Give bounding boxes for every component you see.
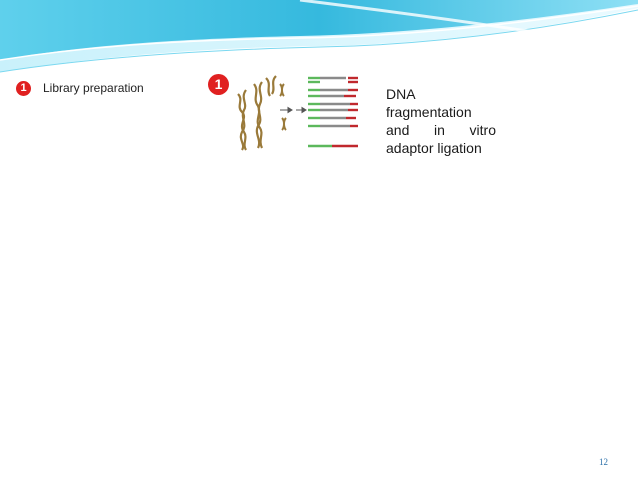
dna-fragments-icon <box>279 83 287 131</box>
figure-step-badge: 1 <box>208 74 229 95</box>
adaptor-ligated-fragments <box>308 76 358 148</box>
dna-helix-cluster-icon <box>237 75 277 151</box>
header-wave-decoration <box>0 0 638 73</box>
page-number: 12 <box>599 457 608 467</box>
step-label: Library preparation <box>43 81 144 95</box>
description-line: DNA <box>386 86 416 102</box>
step-number-badge: 1 <box>16 81 31 96</box>
step-description: DNA fragmentation and in vitro adaptor l… <box>386 85 496 157</box>
description-line: and in vitro <box>386 122 496 138</box>
description-line: fragmentation <box>386 104 472 120</box>
description-line: adaptor ligation <box>386 140 482 156</box>
dna-fragmentation-figure <box>237 75 358 151</box>
